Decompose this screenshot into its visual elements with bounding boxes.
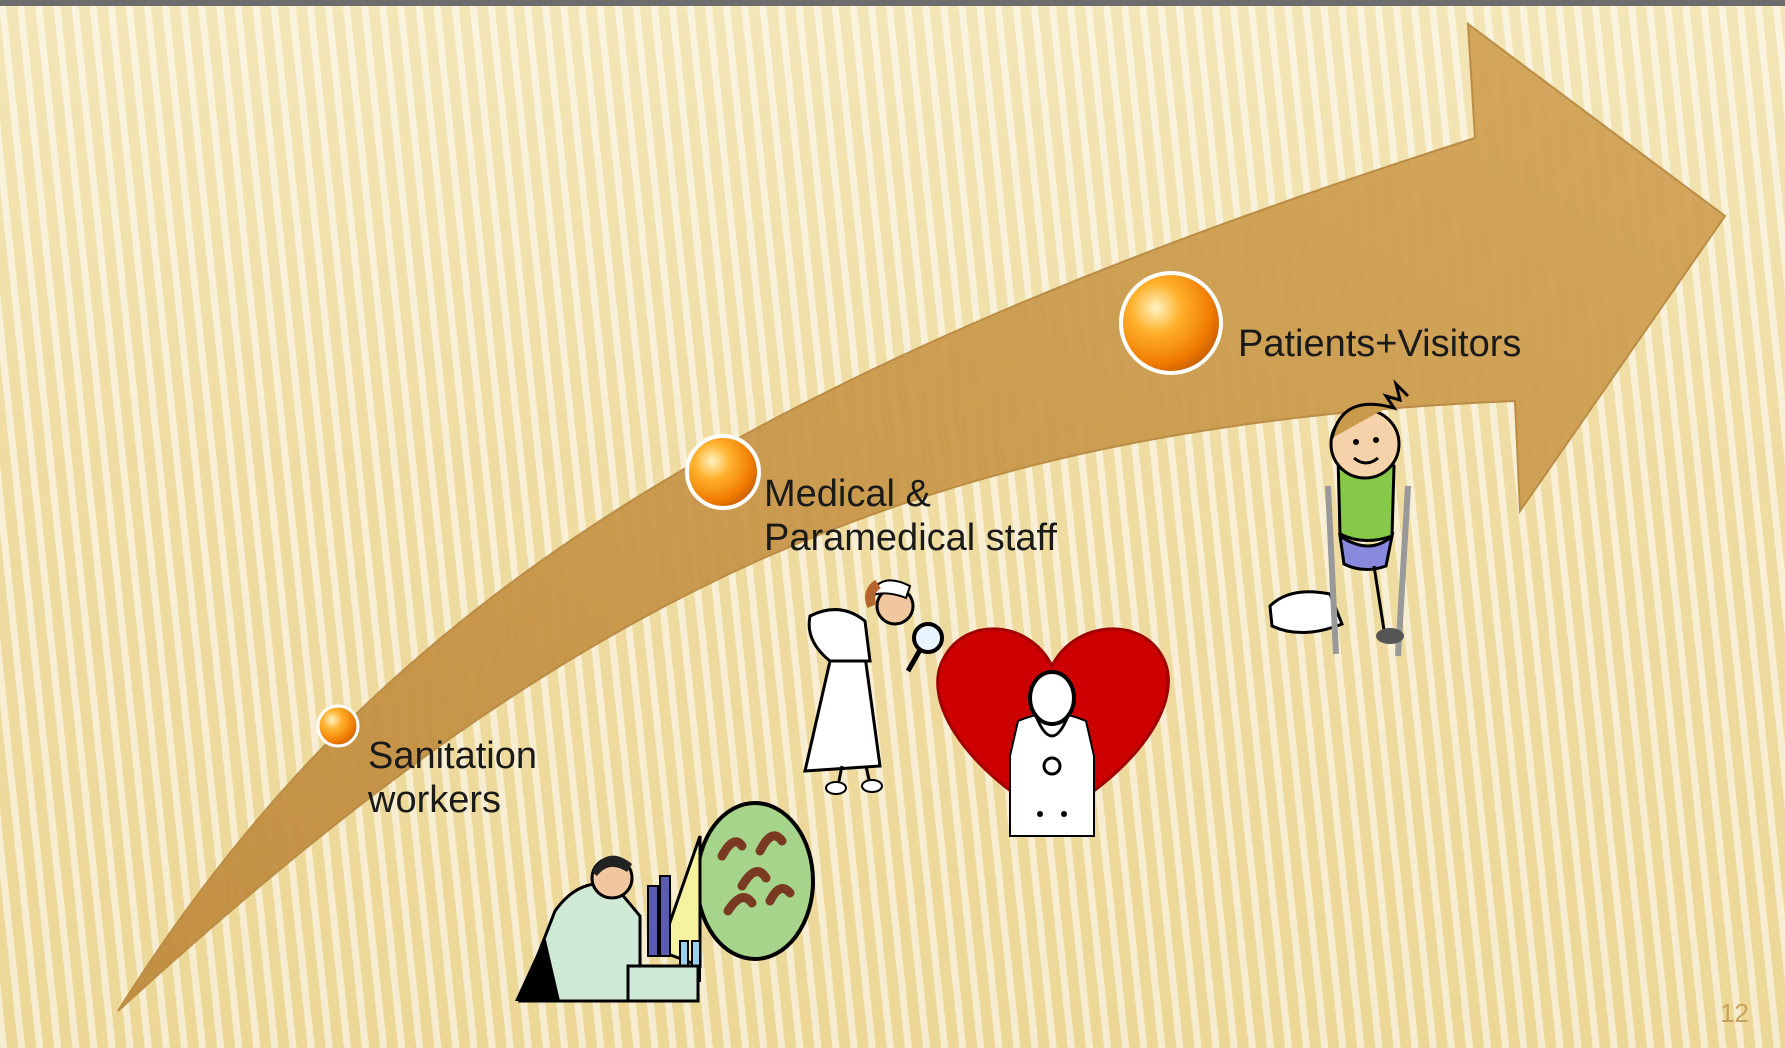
stage-label-3: Patients+Visitors	[1238, 322, 1521, 366]
stage-label-2-line1: Medical &	[764, 473, 931, 515]
stage-label-2-line2: Paramedical staff	[764, 517, 1057, 559]
progress-arrow	[117, 21, 1727, 1012]
stage-bullet-1	[316, 704, 360, 748]
process-diagram	[117, 21, 1727, 1012]
stage-bullet-2	[685, 434, 761, 510]
stage-label-1-line1: Sanitation	[368, 735, 538, 777]
stage-label-2: Medical & Paramedical staff	[764, 472, 1057, 560]
stage-label-3-line1: Patients+Visitors	[1238, 323, 1522, 365]
nurse-magnifier-icon	[803, 579, 944, 795]
doctor-heart-icon	[936, 627, 1170, 837]
stage-bullet-3	[1119, 271, 1223, 375]
slide-number: 12	[1720, 998, 1749, 1028]
lab-scientist-microscope-icon	[515, 801, 815, 1003]
patient-crutches-icon	[1268, 379, 1411, 657]
stage-label-1: Sanitation workers	[368, 734, 537, 822]
stage-label-1-line2: workers	[368, 779, 502, 821]
